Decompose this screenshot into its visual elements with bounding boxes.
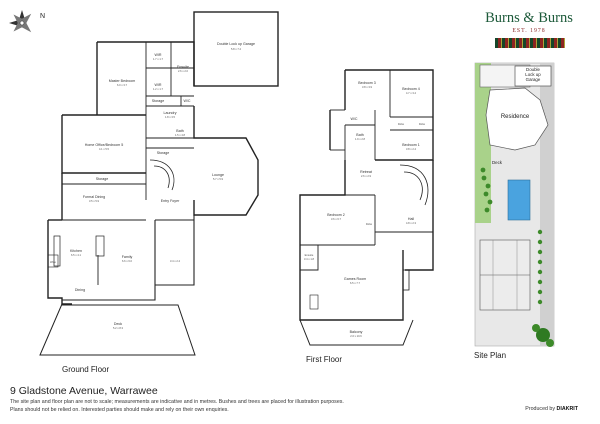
first-floor-plan [299, 69, 434, 346]
ff-bed3-name: Bedroom 3 [358, 81, 376, 85]
gf-nook-size: 3.4 x 2.4 [170, 259, 181, 263]
gf-bath-name: Bath [176, 129, 183, 133]
gf-bath-size: 1.5 x 4.8 [175, 133, 186, 137]
produced-by: Produced by DIAKRIT [525, 406, 578, 412]
ff-bed4-name: Bedroom 4 [402, 87, 420, 91]
gf-master-size: 6.0 x 3.7 [117, 83, 128, 87]
ff-bath-name: Bath [356, 133, 363, 137]
property-address: 9 Gladstone Avenue, Warrawee [10, 385, 158, 397]
ff-ensuite-size: 3.4 x 1.8 [304, 257, 315, 261]
first-floor-labels: Bedroom 3 3.8 x 3.9 Bedroom 4 4.7 x 3.4 … [304, 81, 426, 364]
gf-office-size: 4.1 x 5.5 [99, 147, 110, 151]
brand-tartan-strip [495, 38, 565, 48]
ff-bed1-name: Bedroom 1 [402, 143, 420, 147]
disclaimer-line-2: Plans should not be relied on. Intereste… [10, 407, 229, 413]
ff-bed2-name: Bedroom 2 [327, 213, 345, 217]
site-plan: Double Lock up Garage Residence Deck Sit… [474, 62, 555, 360]
ff-hall-name: Hall [408, 217, 414, 221]
ff-floor-label: First Floor [306, 355, 342, 364]
gf-office-name: Home Office/Bedroom 5 [85, 143, 123, 147]
gf-wir2-size: 1.2 x 1.7 [153, 87, 164, 91]
ff-bed3-size: 3.8 x 3.9 [362, 85, 373, 89]
gf-dining-name: Dining [75, 288, 85, 292]
ff-games-size: 6.5 x 7.7 [350, 281, 361, 285]
ff-bed4-size: 4.7 x 3.4 [406, 91, 417, 95]
gf-deck-size: 5.2 x 8.3 [113, 326, 124, 330]
site-garage-shape [514, 65, 552, 87]
gf-entry-name: Entry Foyer [161, 199, 180, 203]
compass-north-label: N [40, 13, 45, 20]
gf-family-name: Family [122, 255, 133, 259]
site-residence-shape [485, 87, 549, 151]
site-garage-line1: Double [526, 67, 540, 72]
ground-floor-labels: Double Lock up Garage 5.8 x 7.4 Ensuite … [50, 42, 255, 374]
gf-wir1-size: 1.7 x 1.7 [153, 57, 164, 61]
gf-laundry-size: 1.8 x 3.5 [165, 115, 176, 119]
brand-established: EST. 1978 [512, 28, 546, 34]
gf-garage-size: 5.8 x 7.4 [231, 47, 242, 51]
produced-by-company: DIAKRIT [556, 406, 578, 412]
gf-ensuite-name: Ensuite [177, 65, 189, 69]
gf-master-name: Master Bedroom [109, 79, 136, 83]
site-lawn [475, 63, 491, 223]
gf-ensuite-size: 2.6 x 2.0 [178, 69, 189, 73]
ff-bed2-size: 3.6 x 6.7 [331, 217, 342, 221]
ff-bed1-size: 3.8 x 2.4 [406, 147, 417, 151]
ff-ensuite-name: Ensuite [305, 253, 314, 257]
gf-garage-name: Double Lock up Garage [217, 42, 255, 46]
site-trees [480, 167, 554, 347]
gf-wir1-name: WIR [155, 53, 162, 57]
site-driveway [540, 63, 554, 346]
gf-lounge-name: Lounge [212, 173, 224, 177]
ff-retreat-size: 2.6 x 2.9 [361, 174, 372, 178]
gf-formal-name: Formal Dining [83, 195, 105, 199]
site-pool [507, 179, 531, 221]
gf-deck-name: Deck [114, 322, 122, 326]
ff-robe2-name: Robe [419, 122, 426, 126]
gf-laundry-name: Laundry [164, 111, 177, 115]
produced-by-prefix: Produced by [525, 406, 556, 412]
ff-robe3-name: Robe [366, 222, 373, 226]
gf-storage1-name: Storage [152, 99, 165, 103]
ff-retreat-name: Retreat [360, 170, 372, 174]
disclaimer-line-1: The site plan and floor plan are not to … [10, 399, 344, 405]
gf-kitchen-name: Kitchen [70, 249, 82, 253]
ff-games-name: Games Room [344, 277, 366, 281]
ff-balcony-size: 2.0 x 10.6 [350, 334, 362, 338]
gf-floor-label: Ground Floor [62, 365, 109, 374]
gf-lounge-size: 5.7 x 5.9 [213, 177, 224, 181]
site-garage-line2: Lock up [525, 72, 541, 77]
gf-kitchen-size: 6.5 x 4.1 [71, 253, 82, 257]
compass-rose: N [9, 10, 45, 33]
ff-wc-name: W/C [351, 117, 358, 121]
ground-floor-plan [39, 11, 279, 356]
ff-bath-size: 1.9 x 2.8 [355, 137, 366, 141]
site-residence-label: Residence [501, 114, 530, 120]
brand-logo: Burns & Burns EST. 1978 [470, 10, 588, 34]
ff-robe1-name: Robe [398, 122, 405, 126]
site-plan-label: Site Plan [474, 351, 506, 360]
gf-wine-name: Wine [50, 260, 56, 264]
site-garage-line3: Garage [526, 77, 541, 82]
gf-storage3-name: Storage [96, 177, 109, 181]
ff-balcony-name: Balcony [350, 330, 363, 334]
brand-name: Burns & Burns [485, 10, 573, 26]
gf-formal-size: 3.5 x 5.9 [89, 199, 100, 203]
ff-hall-size: 4.8 x 2.3 [406, 221, 417, 225]
gf-wc-name: W/C [184, 99, 191, 103]
site-deck-label: Deck [492, 160, 503, 165]
gf-storage2-name: Storage [157, 151, 170, 155]
gf-wir2-name: WIR [155, 83, 162, 87]
gf-family-size: 6.6 x 6.0 [122, 259, 133, 263]
